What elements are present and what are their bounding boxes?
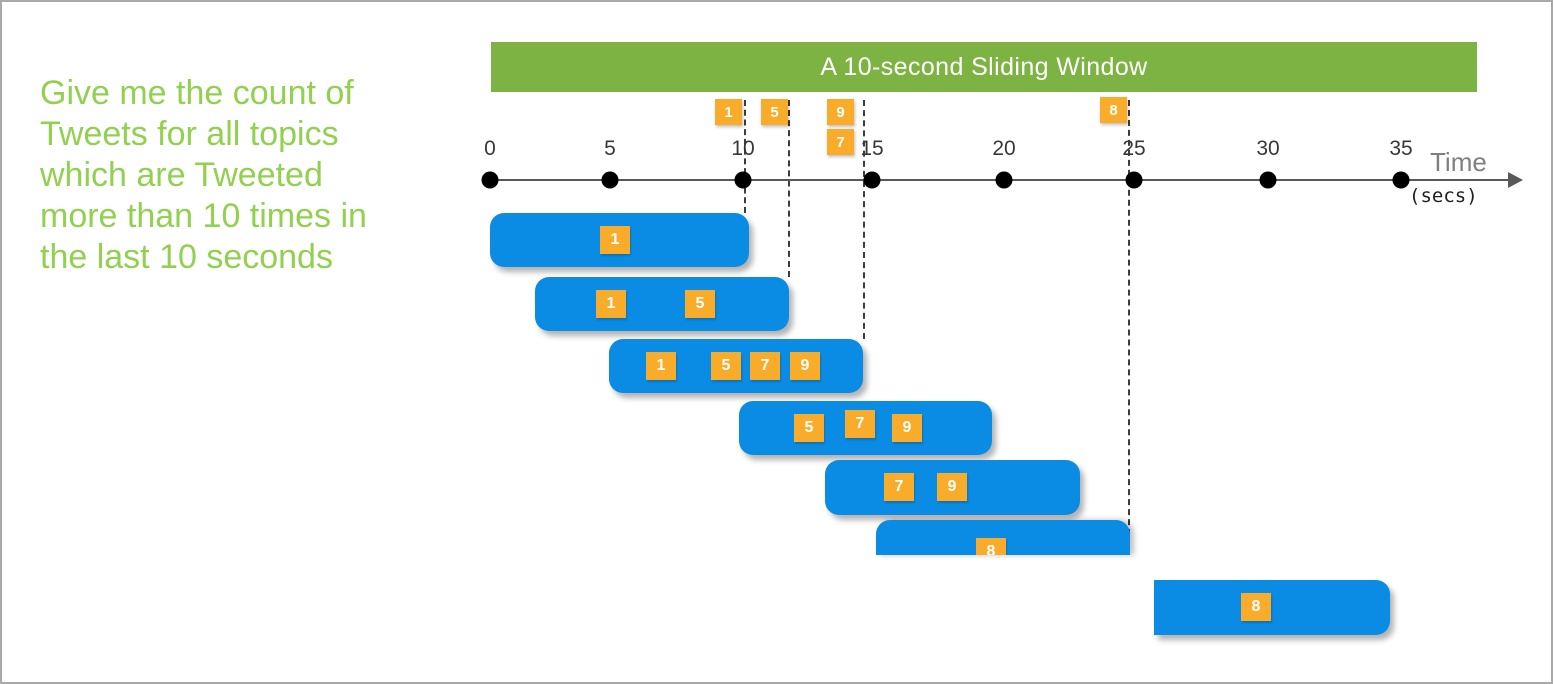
axis-dot (1392, 171, 1410, 189)
tweet-badge: 9 (937, 473, 967, 501)
sliding-window-6: 8 (876, 520, 1130, 555)
tweet-badge: 9 (892, 414, 922, 442)
sliding-window-banner: A 10-second Sliding Window (491, 42, 1477, 92)
axis-dot (1125, 171, 1143, 189)
axis-dot (1259, 171, 1277, 189)
axis-dot (481, 171, 499, 189)
axis-dot (863, 171, 881, 189)
sliding-window-2: 1 5 (535, 277, 789, 331)
tweet-badge: 7 (750, 352, 780, 380)
sliding-window-7: 8 (1154, 580, 1390, 635)
axis-title: Time (1430, 147, 1487, 177)
tweet-badge: 8 (1241, 593, 1271, 621)
axis-tick-label: 20 (992, 137, 1016, 160)
tweet-badge: 7 (884, 473, 914, 501)
tweet-badge: 1 (596, 290, 626, 318)
query-line: Tweets for all topics (40, 115, 339, 153)
dashed-connector (788, 100, 790, 277)
tweet-badge: 9 (790, 352, 820, 380)
dashed-connector (744, 100, 746, 213)
tweet-badge: 5 (685, 290, 715, 318)
sliding-window-3: 1 5 7 9 (609, 339, 863, 393)
tweet-badge: 7 (845, 410, 875, 438)
event-marker: 1 (715, 99, 742, 125)
tweet-badge: 1 (600, 226, 630, 254)
axis-tick-label: 5 (604, 137, 616, 160)
axis-dot (995, 171, 1013, 189)
sliding-window-1: 1 (490, 213, 749, 267)
event-marker: 7 (827, 129, 854, 155)
query-line: which are Tweeted (40, 156, 323, 194)
axis-tick-label: 25 (1122, 137, 1146, 160)
query-line: more than 10 times in (40, 197, 367, 235)
axis-tick-label: 10 (731, 137, 755, 160)
banner-label: A 10-second Sliding Window (820, 52, 1148, 81)
query-text: Give me the count of Tweets for all topi… (40, 73, 367, 278)
axis-arrow-icon (1508, 172, 1523, 188)
sliding-window-4: 5 7 9 (739, 401, 992, 455)
axis-dot (601, 171, 619, 189)
axis-unit: (secs) (1409, 185, 1478, 207)
axis-dot (734, 171, 752, 189)
query-line: the last 10 seconds (40, 238, 333, 276)
tweet-badge: 5 (794, 414, 824, 442)
tweet-badge: 1 (646, 352, 676, 380)
dashed-connector (1128, 100, 1130, 555)
tweet-badge: 5 (711, 352, 741, 380)
event-marker: 5 (761, 99, 788, 125)
tweet-badge: 8 (976, 538, 1006, 555)
dashed-connector (863, 100, 865, 339)
axis-tick-label: 35 (1389, 137, 1413, 160)
query-line: Give me the count of (40, 74, 354, 112)
event-marker: 8 (1100, 97, 1127, 123)
event-marker: 9 (827, 99, 854, 125)
axis-tick-label: 30 (1256, 137, 1280, 160)
axis-tick-label: 15 (860, 137, 884, 160)
axis-tick-label: 0 (484, 137, 496, 160)
sliding-window-5: 7 9 (825, 460, 1080, 515)
